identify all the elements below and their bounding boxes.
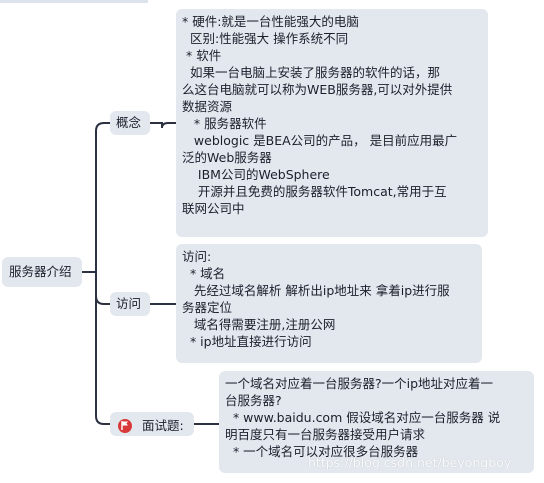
note-line: 开源并且免费的服务器软件Tomcat,常用于互: [182, 184, 447, 199]
branch-concept[interactable]: 概念: [110, 111, 150, 135]
note-line: 如果一台电脑上安装了服务器的软件的话，那: [182, 65, 440, 80]
connector-interview: [95, 272, 110, 425]
top-node-edge: [0, 0, 148, 3]
note-line: * 一个域名可以对应很多台服务器: [225, 444, 419, 459]
leaf-visit-notes[interactable]: 访问: * 域名 先经过域名解析 解析出ip地址来 拿着ip进行服 务器定位 域…: [176, 244, 482, 363]
branch-interview[interactable]: 面试题:: [110, 412, 194, 436]
root-label: 服务器介绍: [9, 264, 72, 279]
note-line: 一个域名对应着一台服务器?一个ip地址对应着一: [225, 376, 494, 391]
note-line: * 硬件:就是一台性能强大的电脑: [182, 14, 359, 29]
root-node[interactable]: 服务器介绍: [2, 257, 82, 287]
note-line: 么这台电脑就可以称为WEB服务器,可以对外提供: [182, 82, 453, 97]
note-line: 务器定位: [182, 300, 233, 315]
watermark: https://blog.csdn.net/beyongboy: [308, 455, 512, 470]
note-line: * 服务器软件: [182, 116, 267, 131]
connector-concept-leaf: [150, 122, 176, 129]
note-line: 先经过域名解析 解析出ip地址来 拿着ip进行服: [182, 283, 450, 298]
note-line: * 域名: [182, 266, 226, 281]
leaf-concept-notes[interactable]: * 硬件:就是一台性能强大的电脑 区别:性能强大 操作系统不同 * 软件 如果一…: [176, 9, 488, 237]
leaf-interview-notes[interactable]: 一个域名对应着一台服务器?一个ip地址对应着一 台服务器? * www.baid…: [219, 371, 534, 473]
note-line: weblogic 是BEA公司的产品， 是目前应用最广: [182, 133, 458, 148]
note-line: * www.baidu.com 假设域名对应一台服务器 说: [225, 410, 501, 425]
branch-visit[interactable]: 访问: [110, 292, 150, 316]
branch-interview-label: 面试题:: [142, 418, 184, 433]
note-line: * 软件: [182, 48, 222, 63]
note-line: 访问:: [182, 249, 212, 264]
note-line: 明百度只有一台服务器接受用户请求: [225, 427, 426, 442]
note-line: * ip地址直接进行访问: [182, 334, 312, 349]
branch-visit-label: 访问: [116, 296, 142, 311]
note-line: 台服务器?: [225, 393, 282, 408]
note-line: 域名得需要注册,注册公网: [182, 317, 336, 332]
note-line: 联网公司中: [182, 201, 245, 216]
note-line: 数据资源: [182, 99, 233, 114]
note-line: 泛的Web服务器: [182, 150, 272, 165]
connector-visit: [95, 272, 110, 305]
connector-concept: [95, 122, 110, 272]
note-line: IBM公司的WebSphere: [182, 167, 330, 182]
note-line: 区别:性能强大 操作系统不同: [182, 31, 349, 46]
flag-icon: [118, 418, 132, 433]
branch-concept-label: 概念: [116, 115, 142, 130]
